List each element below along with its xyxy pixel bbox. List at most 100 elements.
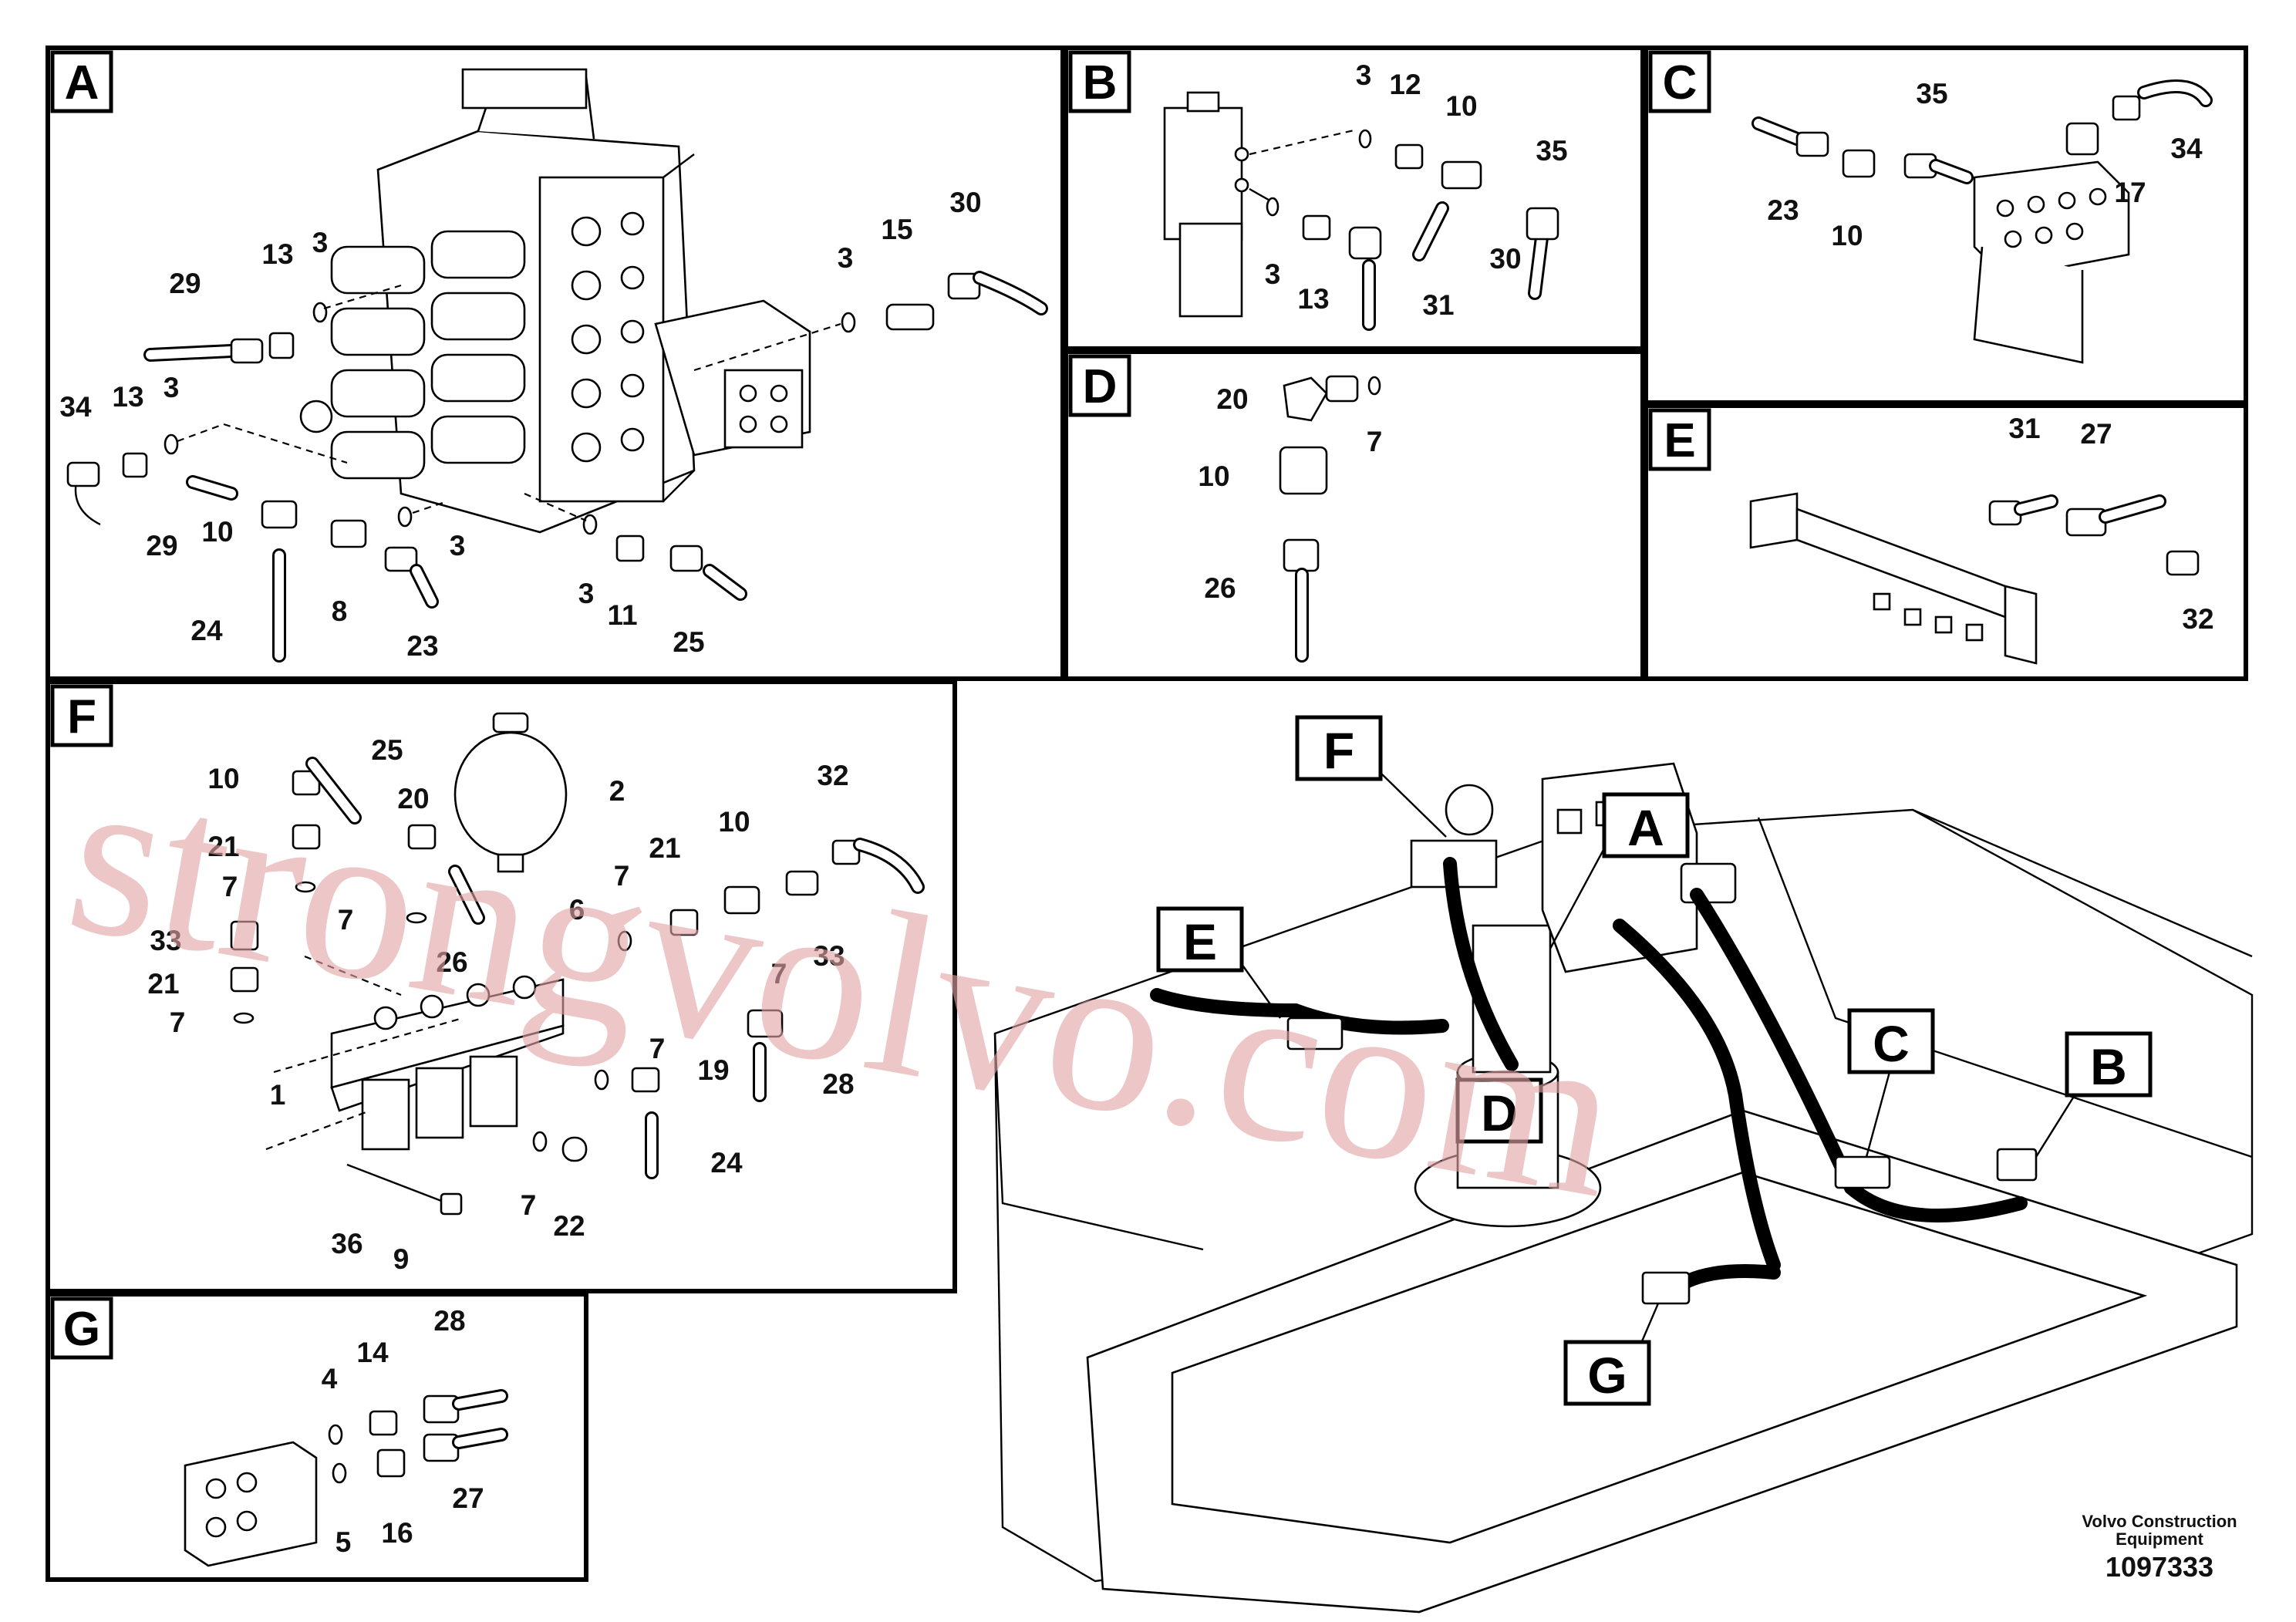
panel-a-label-9: 29 — [146, 530, 177, 561]
callout-b-box — [2065, 1031, 2153, 1098]
panel-f-label-22: 24 — [710, 1147, 743, 1179]
panel-f-label-25: 7 — [521, 1189, 537, 1221]
panel-f-label-6: 21 — [207, 831, 239, 862]
panel-b-label-1: 12 — [1389, 69, 1421, 100]
panel-c-drawing — [1752, 79, 2213, 364]
watermark-text: strongvolvo.com — [53, 723, 1636, 1246]
callout-c-box — [1847, 1008, 1935, 1074]
panel-a-label-5: 3 — [838, 242, 854, 274]
callout-f-box — [1295, 715, 1383, 781]
panel-a-label-6: 34 — [59, 391, 92, 423]
panel-e-frame — [1644, 403, 2248, 681]
panel-g-label-0: 28 — [433, 1305, 465, 1337]
footer-company-line2: Equipment — [2116, 1529, 2203, 1549]
panel-f-label-5: 10 — [718, 806, 750, 838]
callout-a: A — [1627, 799, 1664, 856]
panel-a-frame — [46, 46, 1065, 681]
panel-f-label-10: 6 — [569, 894, 585, 926]
panel-d-tag: D — [1068, 354, 1131, 417]
svg-text:G: G — [63, 1303, 100, 1356]
panel-f-label-14: 26 — [436, 946, 467, 978]
panel-b-tag: B — [1068, 50, 1131, 113]
panel-d-label-1: 7 — [1367, 426, 1383, 457]
panel-e-label-1: 27 — [2080, 418, 2112, 450]
panel-a-labels: 29 13 3 30 15 3 34 13 3 29 10 8 3 3 11 2… — [59, 187, 981, 662]
panel-f-label-18: 1 — [270, 1079, 286, 1111]
panel-a-fittings — [66, 271, 1048, 663]
callout-c: C — [1873, 1015, 1910, 1072]
panel-d-label-2: 10 — [1198, 460, 1229, 492]
svg-text:C: C — [1663, 56, 1698, 110]
callout-e-box — [1156, 906, 1244, 973]
panel-d-frame — [1064, 349, 1645, 681]
panel-e-tag: E — [1648, 408, 1711, 471]
panel-b-frame — [1064, 46, 1645, 351]
panel-a-label-3: 30 — [949, 187, 981, 218]
panel-g-frame — [46, 1292, 588, 1582]
panel-f-label-8: 21 — [649, 832, 680, 864]
panel-c-label-4: 17 — [2114, 177, 2146, 208]
panel-f-frame — [46, 679, 957, 1293]
callout-d: D — [1481, 1084, 1518, 1141]
panel-c-tag: C — [1648, 50, 1711, 113]
panel-f-label-4: 32 — [817, 760, 848, 791]
panel-f-label-3: 20 — [397, 783, 429, 814]
callout-f: F — [1323, 722, 1354, 779]
panel-g-label-1: 14 — [356, 1337, 389, 1368]
panel-f-label-9: 7 — [614, 860, 630, 892]
panel-c-label-0: 35 — [1916, 78, 1947, 110]
panel-a-label-14: 11 — [607, 599, 637, 631]
panel-a-label-2: 3 — [312, 227, 329, 258]
panel-d-label-3: 26 — [1204, 572, 1236, 604]
panel-b-label-7: 31 — [1422, 289, 1454, 321]
panel-f-label-7: 7 — [222, 871, 238, 902]
panel-d-label-0: 20 — [1216, 383, 1248, 415]
panel-a-label-16: 24 — [190, 615, 223, 646]
panel-f-label-24: 9 — [393, 1243, 410, 1275]
control-valve-drawing — [299, 68, 811, 534]
panel-g-label-3: 27 — [452, 1482, 484, 1514]
panel-b-label-2: 10 — [1445, 90, 1477, 122]
panel-b-label-6: 13 — [1297, 283, 1329, 315]
panel-g-label-2: 4 — [322, 1363, 338, 1394]
svg-text:A: A — [65, 56, 99, 110]
panel-g-label-4: 5 — [335, 1526, 352, 1558]
panel-g-drawing — [184, 1389, 508, 1567]
panel-f-drawing — [230, 712, 925, 1216]
panel-c-label-3: 10 — [1831, 220, 1863, 251]
panel-a-label-1: 13 — [261, 238, 293, 270]
callout-b: B — [2090, 1038, 2127, 1095]
panel-c-label-1: 34 — [2170, 133, 2203, 164]
panel-f-label-17: 7 — [771, 958, 787, 990]
panel-f-label-26: 22 — [553, 1210, 585, 1242]
panel-g-labels: 28 14 4 27 5 16 — [322, 1305, 484, 1558]
panel-a-label-4: 15 — [881, 214, 912, 245]
panel-f-label-12: 33 — [150, 925, 181, 956]
footer-drawing-number: 1097333 — [2106, 1551, 2213, 1583]
panel-e-label-0: 31 — [2008, 413, 2040, 444]
panel-b-label-4: 30 — [1489, 243, 1521, 275]
panel-f-tag: F — [50, 684, 113, 747]
panel-f-label-0: 10 — [207, 763, 239, 794]
overview-callouts: F A E C B D G — [1156, 715, 2153, 1406]
panel-f-label-2: 2 — [609, 775, 625, 807]
panel-f-label-16: 7 — [170, 1007, 186, 1038]
panel-a-label-13: 3 — [578, 578, 595, 609]
panel-d-drawing — [1279, 375, 1381, 663]
panel-a-label-12: 3 — [450, 530, 466, 561]
panel-f-label-11: 7 — [338, 904, 354, 936]
panel-a-label-11: 8 — [332, 595, 348, 627]
footer-company-line1: Volvo Construction — [2082, 1512, 2237, 1531]
panel-d-labels: 20 7 10 26 — [1198, 383, 1382, 604]
panel-f-label-1: 25 — [371, 734, 403, 766]
panel-a-tag: A — [50, 50, 113, 113]
panel-c-frame — [1644, 46, 2248, 405]
callout-d-box — [1455, 1077, 1543, 1144]
svg-text:D: D — [1083, 360, 1118, 413]
panel-f-label-23: 36 — [331, 1228, 362, 1259]
panel-f-label-20: 19 — [697, 1054, 729, 1086]
panel-f-labels: 10 25 2 20 32 10 21 7 21 7 6 7 33 33 26 … — [147, 734, 854, 1275]
svg-text:E: E — [1664, 414, 1695, 467]
panel-b-label-3: 35 — [1536, 135, 1567, 167]
